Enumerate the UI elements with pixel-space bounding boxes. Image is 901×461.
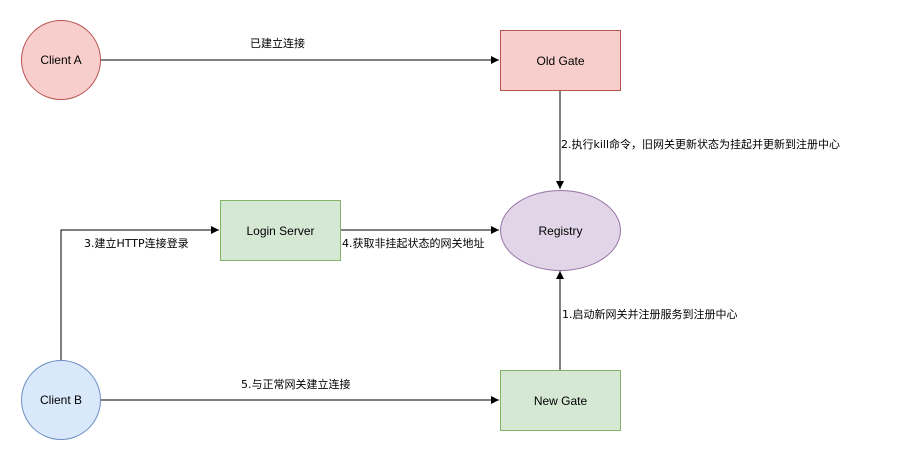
login-server-node: Login Server bbox=[220, 200, 341, 261]
registry-node: Registry bbox=[500, 190, 621, 271]
login-server-label: Login Server bbox=[246, 223, 315, 238]
old-gate-label: Old Gate bbox=[536, 53, 585, 68]
edge-label-client-b-to-login-server: 3.建立HTTP连接登录 bbox=[84, 237, 189, 251]
edge-label-client-a-to-old-gate: 已建立连接 bbox=[250, 37, 305, 51]
client-a-label: Client A bbox=[40, 53, 82, 67]
new-gate-label: New Gate bbox=[533, 393, 588, 408]
edge-label-login-server-to-registry: 4.获取非挂起状态的网关地址 bbox=[342, 237, 485, 251]
edge-label-old-gate-to-registry: 2.执行kill命令，旧网关更新状态为挂起并更新到注册中心 bbox=[561, 138, 841, 152]
edge-label-new-gate-to-registry: 1.启动新网关并注册服务到注册中心 bbox=[562, 308, 738, 322]
edge-label-client-b-to-new-gate: 5.与正常网关建立连接 bbox=[241, 378, 351, 392]
registry-label: Registry bbox=[538, 223, 583, 238]
old-gate-node: Old Gate bbox=[500, 30, 621, 91]
new-gate-node: New Gate bbox=[500, 370, 621, 431]
client-b-node: Client B bbox=[21, 360, 101, 440]
edge-client-b-to-login-server bbox=[60, 226, 219, 360]
client-a-node: Client A bbox=[21, 20, 101, 100]
client-b-label: Client B bbox=[39, 393, 83, 407]
